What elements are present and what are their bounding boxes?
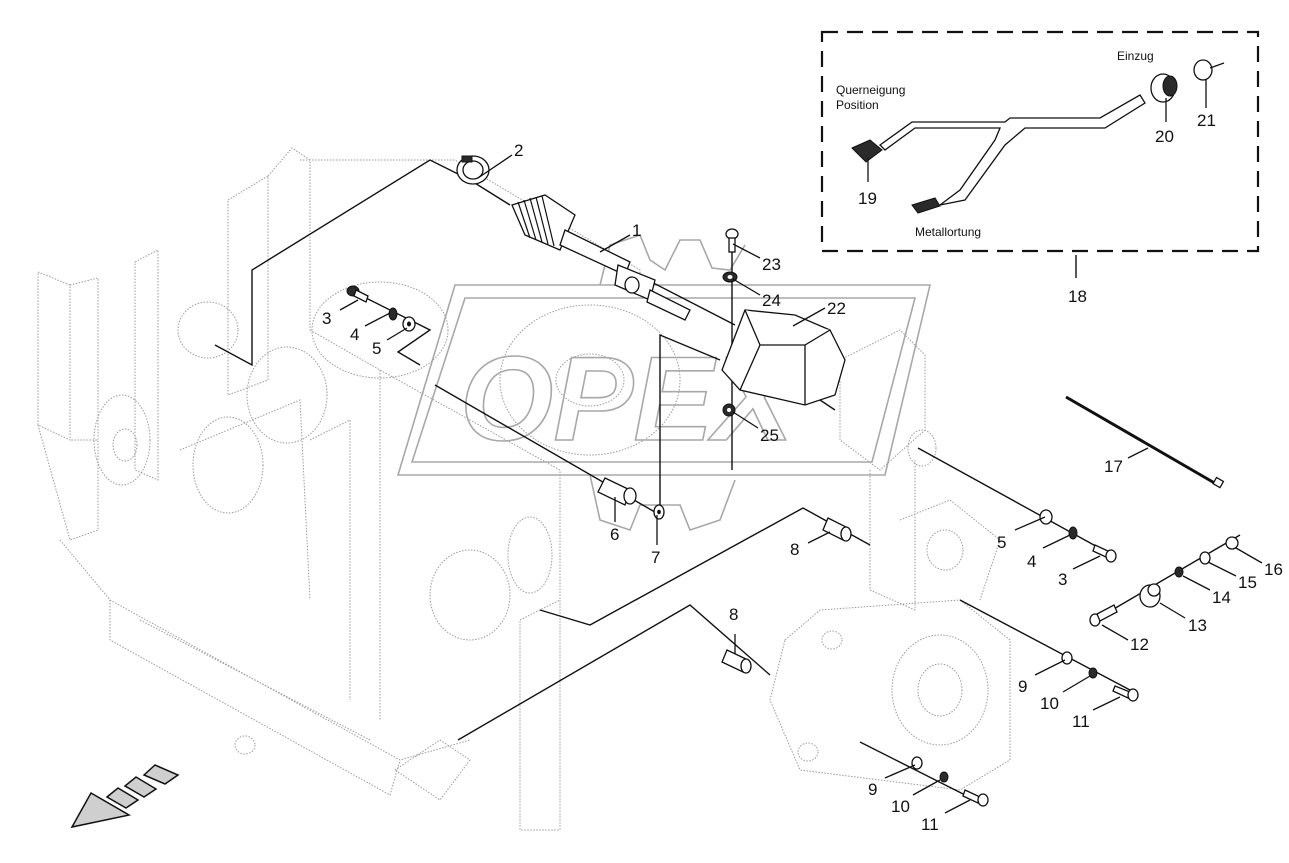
direction-arrow-icon xyxy=(70,764,180,829)
callout-8-upper[interactable]: 8 xyxy=(790,540,799,559)
callout-4[interactable]: 4 xyxy=(350,325,359,344)
part-3-bolt-left[interactable] xyxy=(346,285,369,303)
part-23-bolt[interactable] xyxy=(725,228,739,253)
callout-14[interactable]: 14 xyxy=(1212,588,1231,607)
label-einzug: Einzug xyxy=(1117,49,1154,63)
part-10-washer-lower[interactable] xyxy=(939,771,949,783)
label-metallortung: Metallortung xyxy=(915,225,981,239)
label-position: Position xyxy=(836,98,879,112)
part-22-guard[interactable] xyxy=(721,309,846,406)
part-9-washer-upper[interactable] xyxy=(1061,651,1073,665)
callout-18[interactable]: 18 xyxy=(1068,287,1087,306)
part-7-washer[interactable] xyxy=(653,504,665,520)
callout-3[interactable]: 3 xyxy=(322,309,331,328)
callout-6[interactable]: 6 xyxy=(610,525,619,544)
part-6-bushing[interactable] xyxy=(597,477,637,506)
part-8-bushing-lower[interactable] xyxy=(721,649,752,674)
part-15-washer[interactable] xyxy=(1199,551,1211,565)
callout-4-right[interactable]: 4 xyxy=(1027,552,1036,571)
callout-10-upper[interactable]: 10 xyxy=(1040,694,1059,713)
callout-19[interactable]: 19 xyxy=(858,189,877,208)
part-25-nut[interactable] xyxy=(722,403,736,417)
callout-16[interactable]: 16 xyxy=(1264,560,1283,579)
callout-8-lower[interactable]: 8 xyxy=(729,605,738,624)
callout-5[interactable]: 5 xyxy=(372,339,381,358)
part-4-washer-left[interactable] xyxy=(388,307,398,321)
metal-detection-connector[interactable] xyxy=(911,197,941,214)
part-16-nut[interactable] xyxy=(1225,536,1239,550)
part-8-bushing-upper[interactable] xyxy=(822,517,852,542)
part-1-drive-shaft[interactable] xyxy=(511,194,691,321)
part-11-bolt-upper[interactable] xyxy=(1112,685,1139,702)
part-17-cable-tie[interactable] xyxy=(1065,395,1225,489)
callout-17[interactable]: 17 xyxy=(1104,457,1123,476)
part-9-washer-lower[interactable] xyxy=(911,756,923,770)
part-19-connector[interactable] xyxy=(851,139,883,163)
part-2-hose-clamp[interactable] xyxy=(456,155,490,185)
callout-3-right[interactable]: 3 xyxy=(1058,570,1067,589)
callout-9-lower[interactable]: 9 xyxy=(868,780,877,799)
callout-23[interactable]: 23 xyxy=(762,255,781,274)
callout-20[interactable]: 20 xyxy=(1155,127,1174,146)
part-4-washer-right[interactable] xyxy=(1068,526,1078,540)
part-10-washer-upper[interactable] xyxy=(1088,667,1098,679)
callout-12[interactable]: 12 xyxy=(1130,635,1149,654)
part-5-washer-right[interactable] xyxy=(1039,509,1053,525)
callout-13[interactable]: 13 xyxy=(1188,616,1207,635)
callout-2[interactable]: 2 xyxy=(514,141,523,160)
watermark-logo: OPEX xyxy=(396,234,932,531)
callout-21[interactable]: 21 xyxy=(1197,111,1216,130)
label-querneigung: Querneigung xyxy=(836,83,905,97)
part-20-connector[interactable] xyxy=(1150,73,1178,103)
callout-11-lower[interactable]: 11 xyxy=(921,815,939,834)
callout-7[interactable]: 7 xyxy=(651,548,660,567)
part-11-bolt-lower[interactable] xyxy=(962,789,989,807)
callout-9-upper[interactable]: 9 xyxy=(1018,677,1027,696)
part-12-bolt[interactable] xyxy=(1089,604,1118,627)
callout-5-right[interactable]: 5 xyxy=(997,533,1006,552)
callout-10-lower[interactable]: 10 xyxy=(891,797,910,816)
callout-15[interactable]: 15 xyxy=(1238,573,1257,592)
part-21-cap[interactable] xyxy=(1193,59,1225,81)
callout-22[interactable]: 22 xyxy=(827,299,846,318)
part-14-washer[interactable] xyxy=(1174,566,1184,578)
callout-1[interactable]: 1 xyxy=(632,221,641,240)
callout-11-upper[interactable]: 11 xyxy=(1072,712,1090,731)
callout-25[interactable]: 25 xyxy=(760,426,779,445)
inset-wiring-harness: Querneigung Position Einzug Metallortung xyxy=(820,30,1260,253)
part-5-washer-left[interactable] xyxy=(402,316,416,332)
part-13-clamp[interactable] xyxy=(1139,583,1161,608)
leader-lines xyxy=(339,80,1263,814)
callout-24[interactable]: 24 xyxy=(762,291,781,310)
callouts: 2 1 3 4 5 23 24 22 25 6 7 8 8 5 4 3 9 10… xyxy=(322,111,1283,834)
machine-frame xyxy=(37,147,1011,831)
part-3-bolt-right[interactable] xyxy=(1092,544,1117,563)
assembly-lines xyxy=(214,159,1241,801)
